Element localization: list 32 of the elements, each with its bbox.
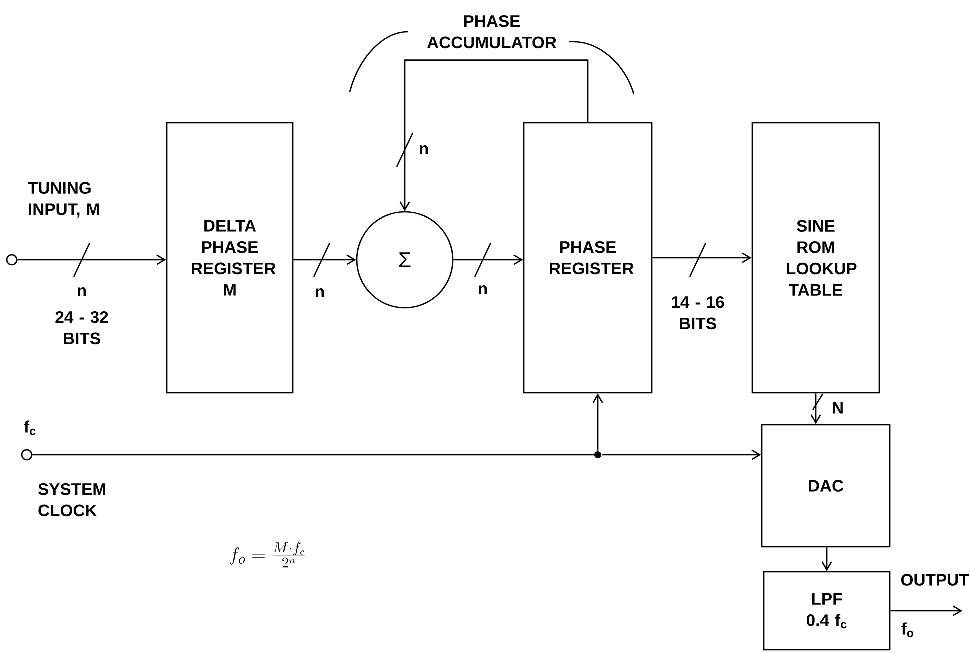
edge-label: n — [316, 288, 324, 298]
edge-label: n — [479, 286, 488, 294]
block-box: PHASE REGISTER — [523, 122, 653, 394]
edge-label: n — [78, 288, 86, 296]
bus-arrow — [652, 242, 752, 278]
arrow — [602, 450, 762, 460]
arrow — [592, 394, 604, 451]
output-frequency-label: f$_{o}$ — [902, 622, 914, 638]
edge-label: OUTPUT — [901, 574, 970, 586]
arrow — [890, 606, 963, 616]
bus-arrow — [18, 242, 166, 278]
block-label: PHASE ACCUMULATOR — [427, 15, 557, 49]
input-terminal — [21, 449, 33, 461]
edge-label: 14 - 16 BITS — [672, 296, 724, 330]
bus-arrow — [454, 242, 524, 278]
bit-width-label: 24 - 32 BITS — [56, 311, 108, 345]
arrow — [822, 548, 832, 572]
terminal-label: f$_{c}$ — [24, 420, 36, 436]
junction-dot — [594, 452, 602, 458]
bus-arrow — [810, 394, 824, 424]
block-box: DELTA PHASE REGISTER M — [166, 122, 294, 394]
block-box: SINE ROM LOOKUP TABLE — [752, 122, 880, 394]
edge-label: n — [420, 146, 428, 154]
input-terminal — [6, 254, 18, 266]
bus-arrow — [294, 242, 356, 278]
edge-label: N — [833, 402, 843, 414]
block-box: LPF 0.4 f$_{c}$ — [763, 571, 891, 651]
terminal-label: SYSTEM CLOCK — [38, 483, 106, 517]
block-box: DAC — [761, 424, 891, 548]
terminal-label: TUNING INPUT, M — [28, 182, 100, 218]
formula: $f_{o} = \frac{M\cdot f_{c}}{2^{n}}$ — [230, 542, 306, 568]
bus-arrow — [396, 60, 589, 212]
